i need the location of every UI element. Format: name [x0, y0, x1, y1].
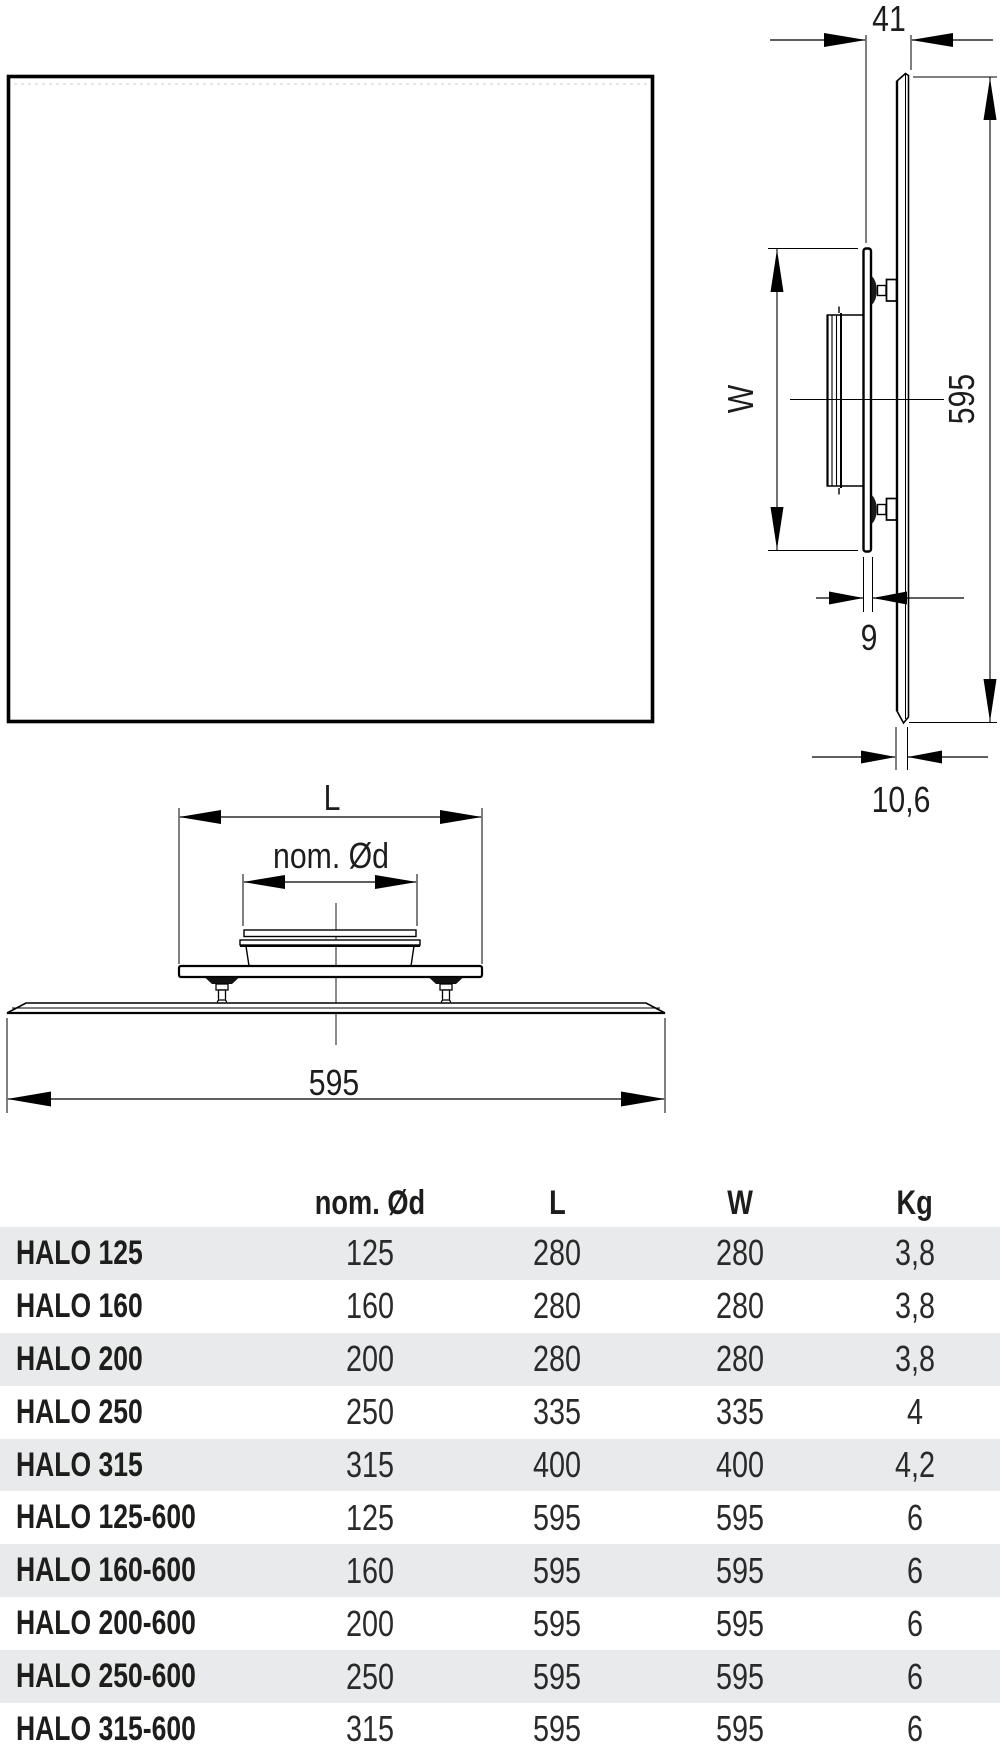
- row-kg: 6: [906, 1708, 924, 1750]
- row-nom-od: 250: [345, 1655, 395, 1697]
- front-view: [6, 74, 655, 724]
- row-l: 280: [532, 1232, 582, 1274]
- flange-side-profile: [862, 247, 873, 553]
- dim-height-595: 595: [909, 76, 997, 723]
- dim-offset-9-label: 9: [861, 619, 878, 659]
- row-w: 595: [715, 1496, 765, 1538]
- dim-depth-41-label: 41: [872, 0, 906, 40]
- row-name: HALO 250-600: [16, 1657, 196, 1696]
- row-w: 280: [715, 1285, 765, 1327]
- table-row: HALO 125 125 280 280 3,8: [0, 1227, 1000, 1280]
- dim-width-w: W: [722, 248, 858, 551]
- spigot-side-profile: [826, 306, 863, 495]
- table-row: HALO 160 160 280 280 3,8: [0, 1280, 1000, 1333]
- row-kg: 3,8: [894, 1232, 936, 1274]
- row-name: HALO 200-600: [16, 1604, 196, 1643]
- row-w: 595: [715, 1549, 765, 1591]
- row-name: HALO 160-600: [16, 1551, 196, 1590]
- row-name: HALO 315-600: [16, 1709, 196, 1748]
- table-row: HALO 200-600 200 595 595 6: [0, 1597, 1000, 1650]
- row-l: 595: [532, 1549, 582, 1591]
- row-nom-od: 200: [345, 1602, 395, 1644]
- row-l: 400: [532, 1444, 582, 1485]
- row-w: 400: [715, 1444, 765, 1485]
- row-kg: 3,8: [894, 1285, 936, 1327]
- row-w: 335: [715, 1391, 765, 1433]
- side-view: 41: [722, 0, 997, 821]
- bottom-view: L nom. Ød: [6, 779, 666, 1113]
- table-row: HALO 250-600 250 595 595 6: [0, 1650, 1000, 1704]
- row-l: 595: [532, 1602, 582, 1644]
- table-header-row: nom. Ød L W Kg: [0, 1179, 1000, 1227]
- dim-thickness-10-6: 10,6: [812, 727, 988, 821]
- table-row: HALO 250 250 335 335 4: [0, 1386, 1000, 1439]
- dim-spigot-diameter-label: nom. Ød: [273, 837, 389, 877]
- table-row: HALO 125-600 125 595 595 6: [0, 1491, 1000, 1544]
- dim-width-w-label: W: [722, 384, 762, 413]
- dim-overall-595: 595: [6, 1018, 666, 1113]
- panel-bottom-profile: [6, 1002, 666, 1015]
- row-kg: 6: [906, 1549, 924, 1591]
- dim-length-l: L: [178, 779, 483, 964]
- panel-side-profile: [895, 72, 910, 725]
- row-l: 595: [532, 1708, 582, 1750]
- flange-bottom-profile: [177, 964, 484, 979]
- dim-depth-41: 41: [770, 0, 993, 243]
- table-row: HALO 315 315 400 400 4,2: [0, 1438, 1000, 1492]
- spigot-bottom-profile: [239, 929, 421, 967]
- row-nom-od: 160: [345, 1285, 395, 1327]
- row-w: 595: [715, 1708, 765, 1750]
- row-l: 280: [532, 1285, 582, 1327]
- row-nom-od: 125: [345, 1496, 395, 1538]
- row-kg: 4: [906, 1391, 924, 1433]
- row-name: HALO 315: [16, 1445, 143, 1484]
- row-w: 595: [715, 1602, 765, 1644]
- header-w: W: [727, 1183, 753, 1222]
- row-l: 335: [532, 1391, 582, 1433]
- dimension-drawing: 41: [6, 0, 997, 1113]
- table-row: HALO 200 200 280 280 3,8: [0, 1332, 1000, 1386]
- row-w: 280: [715, 1232, 765, 1274]
- row-kg: 6: [906, 1655, 924, 1697]
- header-nom-od: nom. Ød: [314, 1183, 426, 1222]
- row-name: HALO 160: [16, 1286, 143, 1325]
- row-l: 280: [532, 1338, 582, 1380]
- fixing-bolts-side: [871, 276, 898, 524]
- row-nom-od: 200: [345, 1338, 395, 1380]
- row-w: 595: [715, 1655, 765, 1697]
- table-row: HALO 160-600 160 595 595 6: [0, 1544, 1000, 1598]
- row-kg: 3,8: [894, 1338, 936, 1380]
- row-l: 595: [532, 1655, 582, 1697]
- row-name: HALO 125: [16, 1233, 143, 1272]
- dim-height-595-label: 595: [943, 374, 983, 424]
- dim-spigot-diameter: nom. Ød: [242, 837, 418, 926]
- table-row: HALO 315-600 315 595 595 6: [0, 1703, 1000, 1756]
- row-nom-od: 125: [345, 1232, 395, 1274]
- dim-thickness-10-6-label: 10,6: [872, 781, 931, 821]
- row-nom-od: 315: [345, 1708, 395, 1750]
- dim-offset-9: 9: [816, 557, 964, 659]
- row-nom-od: 250: [345, 1391, 395, 1433]
- row-w: 280: [715, 1338, 765, 1380]
- row-l: 595: [532, 1496, 582, 1538]
- row-kg: 6: [906, 1496, 924, 1538]
- row-kg: 4,2: [894, 1444, 936, 1485]
- size-table: nom. Ød L W Kg HALO 125 125 280 280 3,8 …: [0, 1179, 1000, 1756]
- dim-length-l-label: L: [324, 779, 341, 819]
- row-name: HALO 250: [16, 1392, 143, 1431]
- header-kg: Kg: [896, 1183, 934, 1222]
- row-name: HALO 200: [16, 1339, 143, 1378]
- row-name: HALO 125-600: [16, 1498, 196, 1537]
- row-nom-od: 315: [345, 1444, 395, 1485]
- row-nom-od: 160: [345, 1549, 395, 1591]
- row-kg: 6: [906, 1602, 924, 1644]
- fixing-bolts-bottom: [205, 977, 463, 1007]
- header-l: L: [548, 1183, 566, 1222]
- dim-overall-595-label: 595: [309, 1064, 359, 1104]
